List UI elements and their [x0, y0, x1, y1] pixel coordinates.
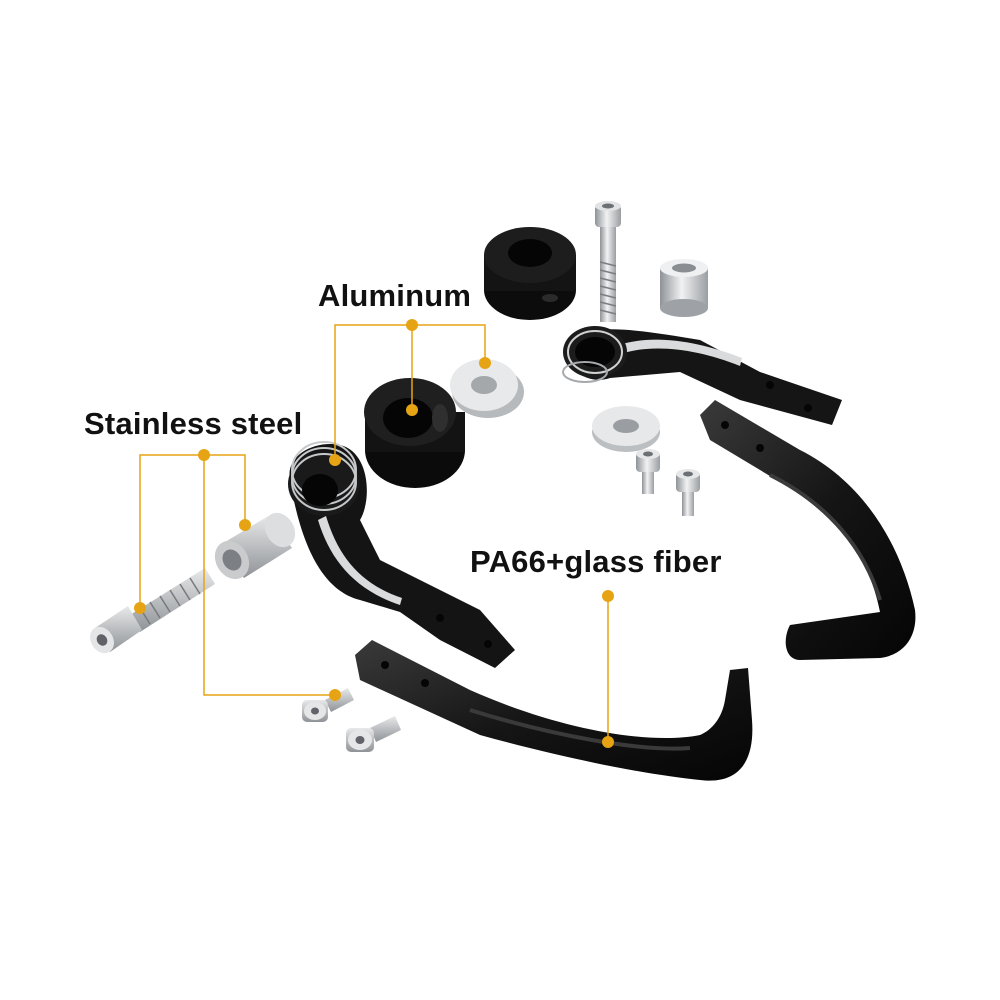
upper-silver-sleeve — [660, 259, 708, 317]
upper-bracket-arm — [562, 326, 842, 425]
upper-black-spacer — [484, 227, 576, 320]
middle-washer — [450, 359, 524, 418]
upper-lever-guard — [700, 400, 916, 660]
callout-steel — [139, 454, 335, 696]
lower-lever-guard — [355, 640, 753, 781]
label-stainless-steel: Stainless steel — [84, 406, 303, 441]
callout-glass-fiber — [602, 590, 614, 748]
label-glass-fiber: PA66+glass fiber — [470, 544, 722, 579]
upper-small-bolt-2 — [676, 469, 700, 516]
middle-black-spacer — [364, 378, 465, 488]
lower-small-bolt-1 — [302, 688, 354, 722]
upper-small-bolt-1 — [636, 449, 660, 494]
middle-long-bolt — [90, 568, 215, 654]
middle-silver-sleeve — [214, 512, 296, 580]
label-aluminum: Aluminum — [318, 278, 472, 313]
callout-steel-dots — [134, 449, 341, 701]
callout-aluminum-dots — [329, 319, 491, 466]
middle-bracket-arm — [288, 441, 515, 668]
upper-long-bolt — [595, 201, 621, 322]
upper-washer — [592, 406, 660, 452]
lower-small-bolt-2 — [346, 716, 401, 752]
